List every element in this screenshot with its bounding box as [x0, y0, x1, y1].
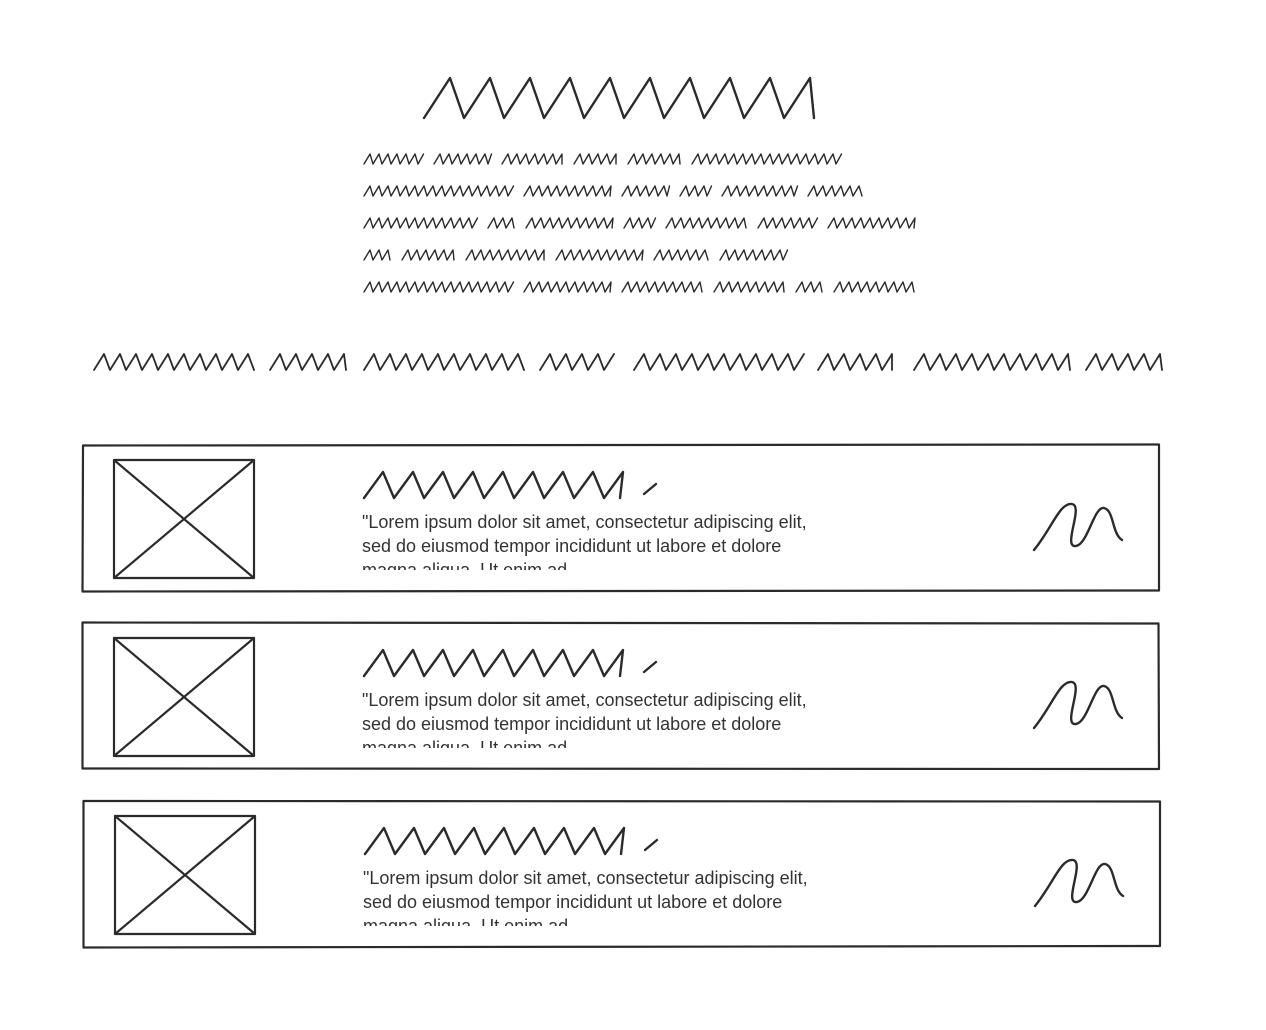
card-description: "Lorem ipsum dolor sit amet, consectetur… [362, 690, 807, 748]
nav-bar [90, 340, 1170, 380]
nav-link-1[interactable] [90, 340, 350, 380]
card-border [82, 799, 1162, 949]
page-title [422, 76, 816, 120]
card-border [81, 443, 1161, 593]
card-description: "Lorem ipsum dolor sit amet, consectetur… [363, 868, 808, 926]
list-item[interactable]: "Lorem ipsum dolor sit amet, consectetur… [82, 799, 1162, 949]
nav-link-2[interactable] [360, 340, 620, 380]
card-action-icon[interactable] [1033, 854, 1133, 910]
card-description: "Lorem ipsum dolor sit amet, consectetur… [362, 512, 807, 570]
nav-link-4[interactable] [910, 340, 1170, 380]
intro-paragraph [363, 153, 916, 293]
card-title [362, 470, 658, 500]
card-action-icon[interactable] [1032, 498, 1132, 554]
nav-link-3[interactable] [630, 340, 900, 380]
list-item[interactable]: "Lorem ipsum dolor sit amet, consectetur… [81, 621, 1161, 771]
card-action-icon[interactable] [1032, 676, 1132, 732]
image-placeholder-icon [112, 458, 256, 580]
image-placeholder-icon [112, 636, 256, 758]
list-item[interactable]: "Lorem ipsum dolor sit amet, consectetur… [81, 443, 1161, 593]
card-title [363, 826, 659, 856]
card-border [81, 621, 1161, 771]
image-placeholder-icon [113, 814, 257, 936]
card-title [362, 648, 658, 678]
